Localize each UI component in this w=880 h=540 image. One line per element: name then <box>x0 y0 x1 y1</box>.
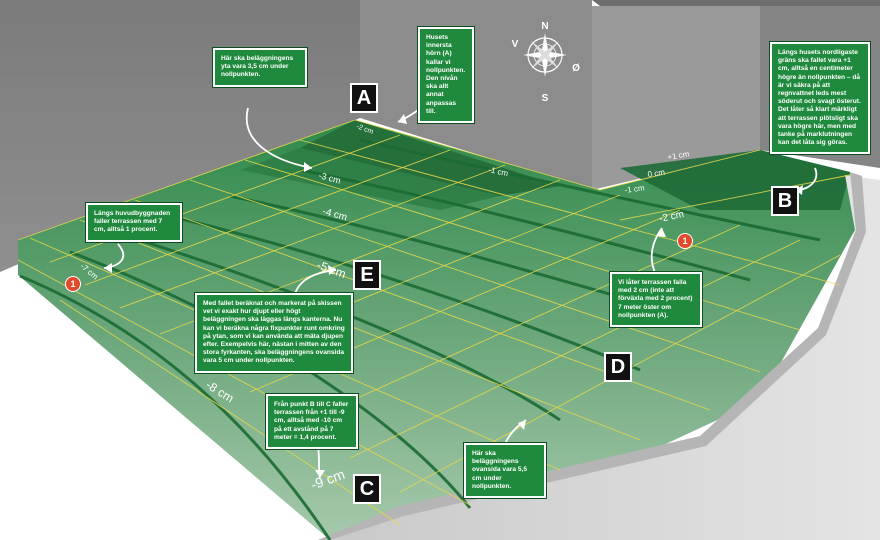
callout-b-to-c: Från punkt B till C faller terrassen frå… <box>266 394 358 450</box>
compass-east-label: Ø <box>572 63 580 74</box>
slope-lines <box>19 138 821 540</box>
house-roof-side <box>592 0 880 6</box>
compass-west-label: V <box>512 39 519 50</box>
measurement-label: +1 cm <box>667 149 691 162</box>
callout-paving-5-5cm: Här ska beläggningens ovansida vara 5,5 … <box>464 443 546 499</box>
measurement-label: 0 cm <box>647 168 666 179</box>
corner-label-b: B <box>771 186 799 216</box>
callout-zero-point: Husets innersta hörn (A) kallar vi nollp… <box>418 27 474 124</box>
callout-main-building-slope: Längs huvudbyggnaden faller terrassen me… <box>86 203 182 242</box>
house-extension-front <box>592 6 760 190</box>
callout-fixpoints: Med fallet beräknat och markerat på skis… <box>195 293 353 373</box>
measurement-label: -1 cm <box>624 183 645 195</box>
corner-label-a: A <box>350 83 378 113</box>
corner-label-c: C <box>353 474 381 504</box>
callout-paving-3-5cm: Här ska beläggningens yta vara 3,5 cm un… <box>213 48 307 87</box>
corner-label-d: D <box>604 352 632 382</box>
compass-south-label: S <box>542 93 549 104</box>
compass-north-label: N <box>541 21 548 32</box>
terrace-dark-zone-1 <box>300 120 560 196</box>
measurement-label: -1 cm <box>488 165 510 178</box>
callout-east-slope: Vi låter terrassen falla med 2 cm (inte … <box>610 272 702 328</box>
fixpoint-marker-right: 1 <box>677 233 693 249</box>
concrete-border-wall-top <box>318 172 866 540</box>
compass-rose: N V Ø S <box>512 21 580 104</box>
concrete-border-wall <box>330 175 880 540</box>
callout-north-boundary: Längs husets nordligaste gräns ska falle… <box>770 42 870 155</box>
terrace-surface <box>18 120 855 540</box>
fixpoint-marker-left: 1 <box>65 276 81 292</box>
measurement-label: -2 cm <box>658 209 685 225</box>
arrow-heads <box>104 114 803 478</box>
corner-label-e: E <box>353 260 381 290</box>
